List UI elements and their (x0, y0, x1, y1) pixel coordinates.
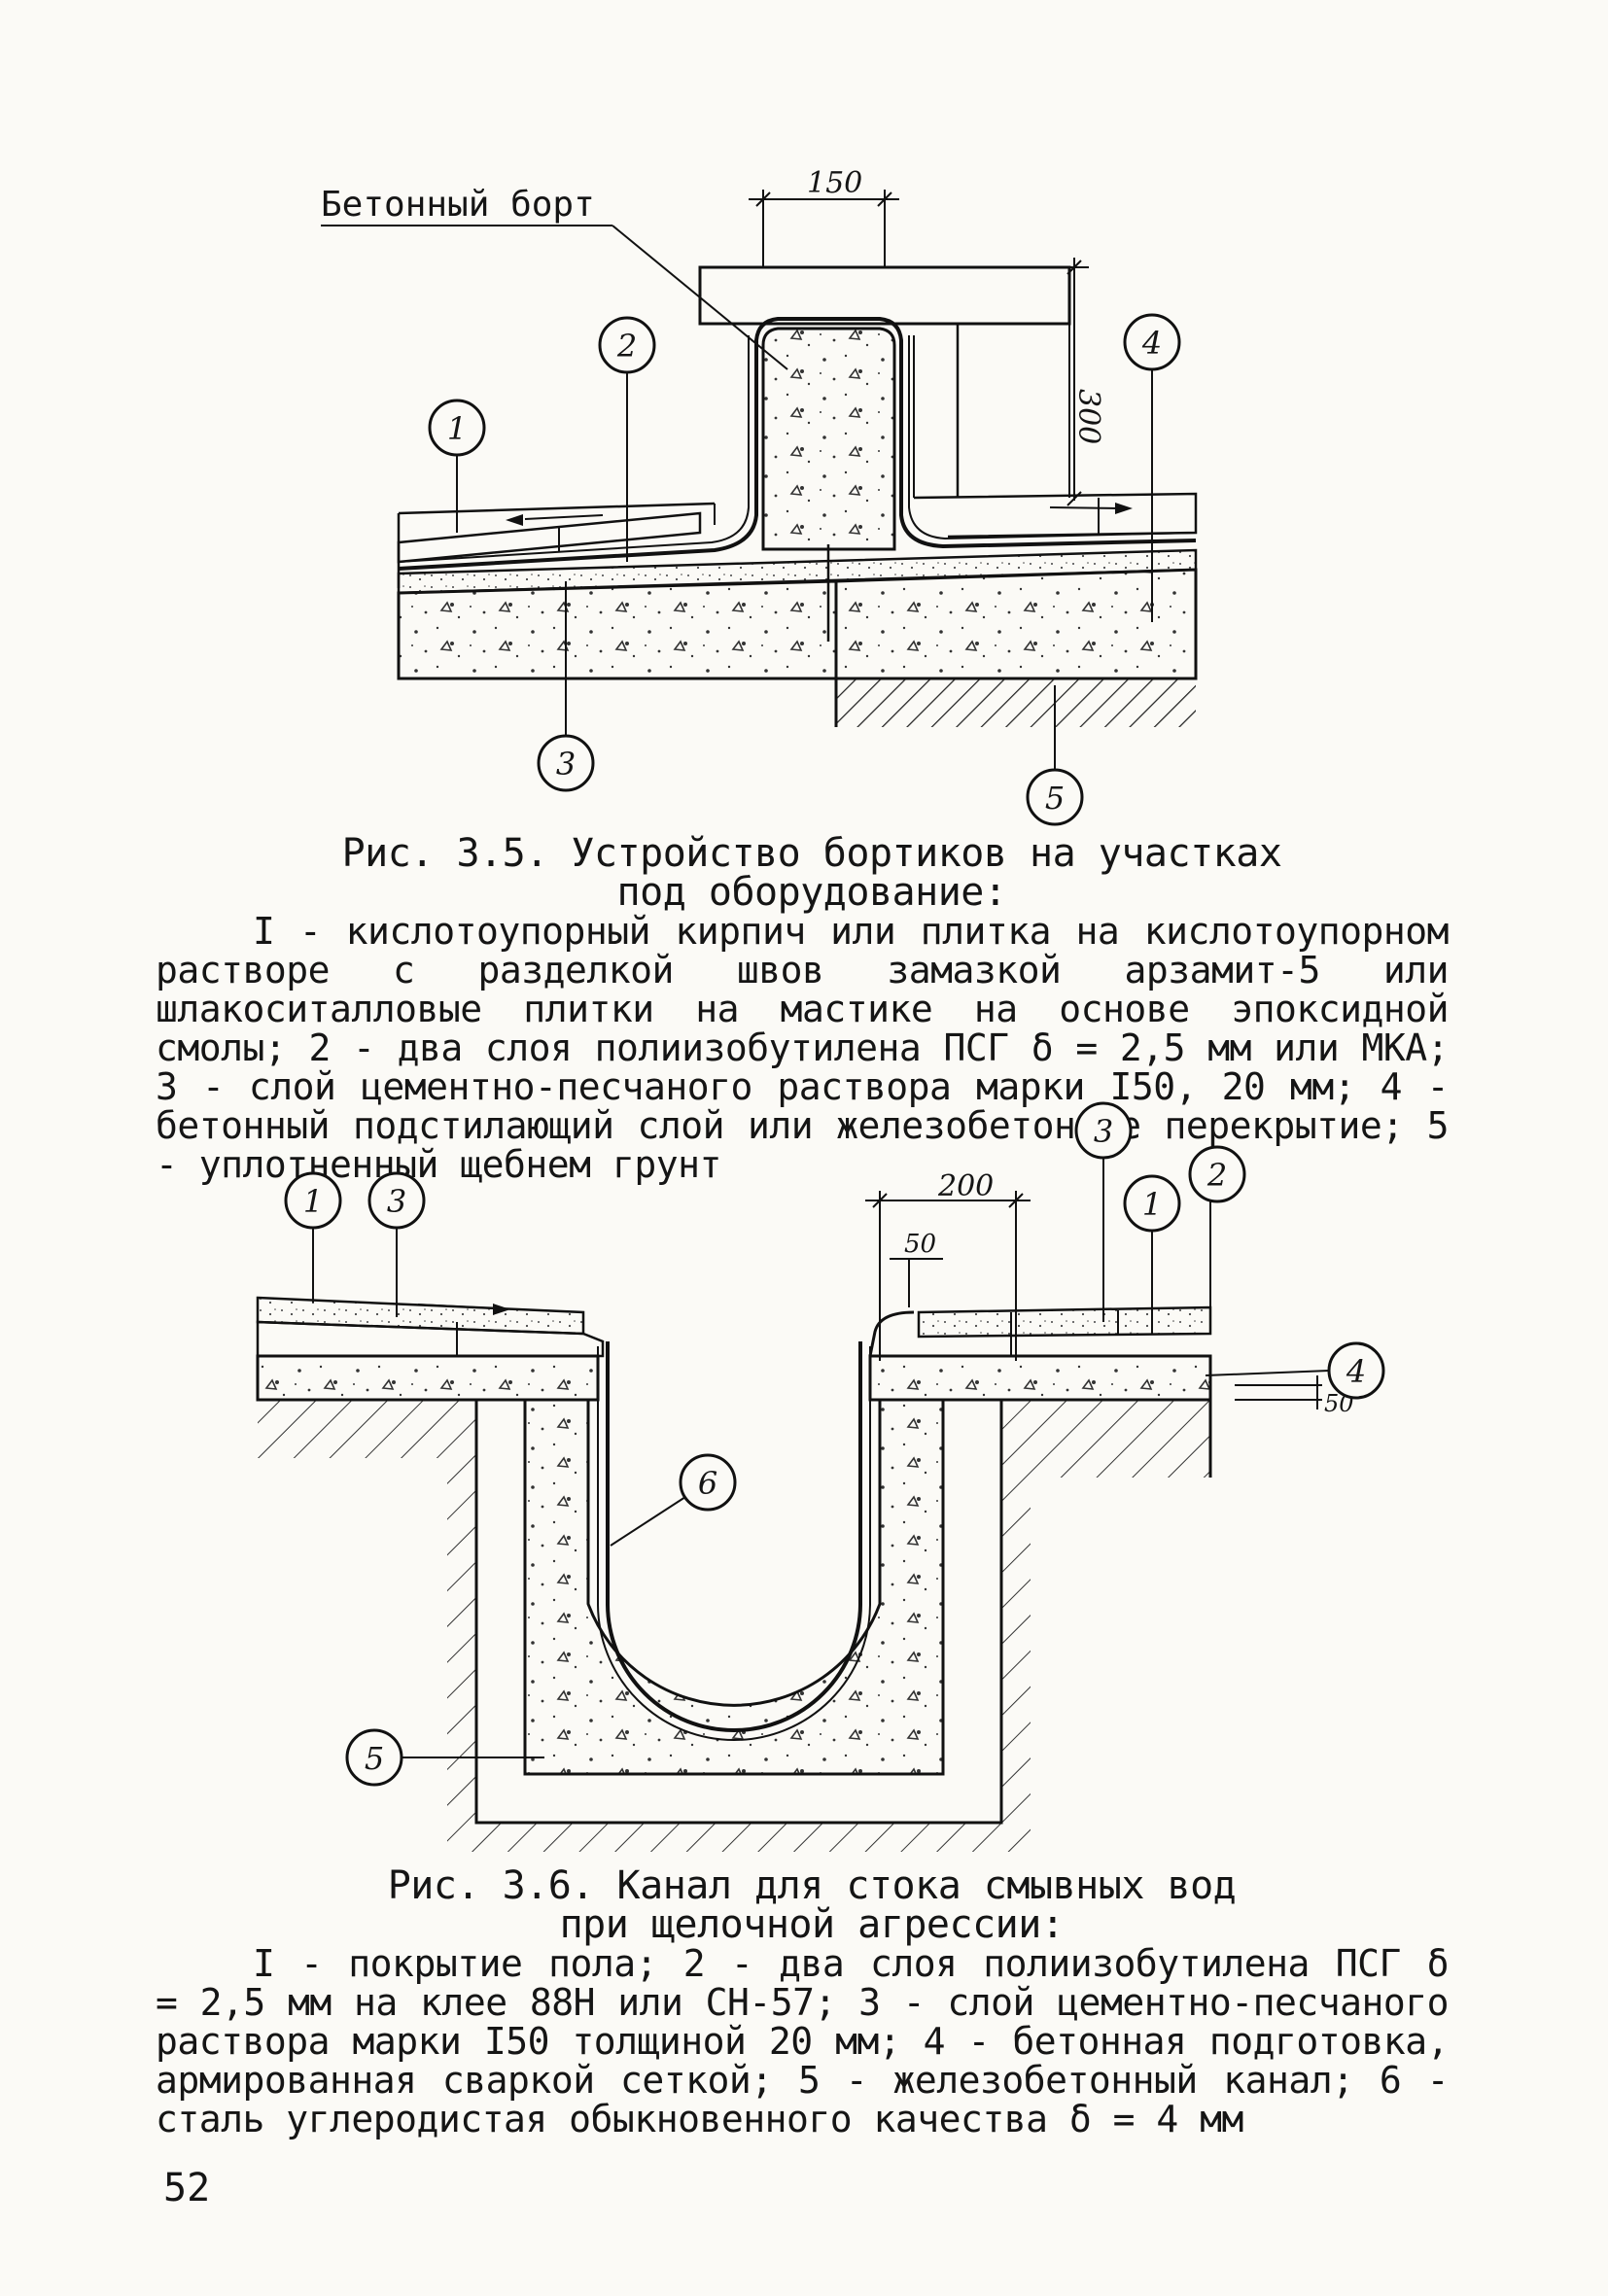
dim-150-fig35: 150 (807, 166, 862, 200)
svg-text:3: 3 (1094, 1113, 1113, 1150)
figure-3-5-drawing: 150 300 Бетонный борт 1 2 3 4 (321, 166, 1198, 826)
svg-text:1: 1 (303, 1183, 323, 1220)
fig36-callout-3-left: 3 (367, 1171, 426, 1317)
concrete-rim-label: Бетонный борт (321, 185, 595, 225)
fig35-callout-2: 2 (598, 316, 656, 562)
fig36-callout-1-right: 1 (1123, 1174, 1181, 1310)
dim-300-fig35: 300 (1071, 389, 1105, 444)
svg-text:2: 2 (1206, 1157, 1227, 1194)
svg-text:4: 4 (1346, 1353, 1366, 1390)
svg-text:6: 6 (698, 1465, 717, 1502)
svg-text:5: 5 (1045, 780, 1065, 817)
fig36-callout-1-left: 1 (284, 1171, 342, 1303)
page-number: 52 (163, 2166, 211, 2210)
svg-text:1: 1 (1142, 1186, 1162, 1223)
svg-text:1: 1 (447, 410, 467, 447)
svg-text:3: 3 (387, 1183, 406, 1220)
svg-text:3: 3 (556, 746, 576, 783)
figure-3-5-title-line1: Рис. 3.5. Устройство бортиков на участка… (341, 831, 1282, 876)
figure-3-6-title-line1: Рис. 3.6. Канал для стока смывных вод (387, 1863, 1237, 1908)
figure-3-6-drawing: 200 50 50 1 3 3 1 (256, 1101, 1385, 1852)
fig35-callout-3: 3 (537, 581, 595, 792)
figure-3-5-title-line2: под оборудование: (616, 870, 1007, 915)
figure-3-6-title-line2: при щелочной агрессии: (559, 1902, 1065, 1947)
dim-200-fig36: 200 (937, 1169, 994, 1203)
fig36-callout-5: 5 (345, 1728, 544, 1787)
fig36-callout-3-right: 3 (1074, 1101, 1133, 1322)
fig36-callout-2-right: 2 (1188, 1145, 1246, 1307)
fig36-callout-4: 4 (1205, 1341, 1385, 1400)
dim-50-top-fig36: 50 (904, 1230, 936, 1259)
fig35-callout-1: 1 (428, 399, 486, 533)
fig35-callout-4: 4 (1123, 313, 1181, 622)
fig35-callout-5: 5 (1026, 685, 1084, 826)
figure-3-5-caption: Рис. 3.5. Устройство бортиков на участка… (156, 831, 1450, 1186)
figure-3-6-caption: Рис. 3.6. Канал для стока смывных вод пр… (156, 1863, 1450, 2140)
svg-text:2: 2 (616, 328, 637, 365)
figure-3-6-description: I - покрытие пола; 2 - два слоя полиизоб… (156, 1942, 1450, 2140)
fig36-callout-6: 6 (610, 1453, 737, 1547)
svg-text:5: 5 (365, 1740, 384, 1777)
figure-3-5-description: I - кислотоупорный кирпич или плитка на … (156, 910, 1450, 1186)
svg-text:4: 4 (1141, 325, 1162, 362)
